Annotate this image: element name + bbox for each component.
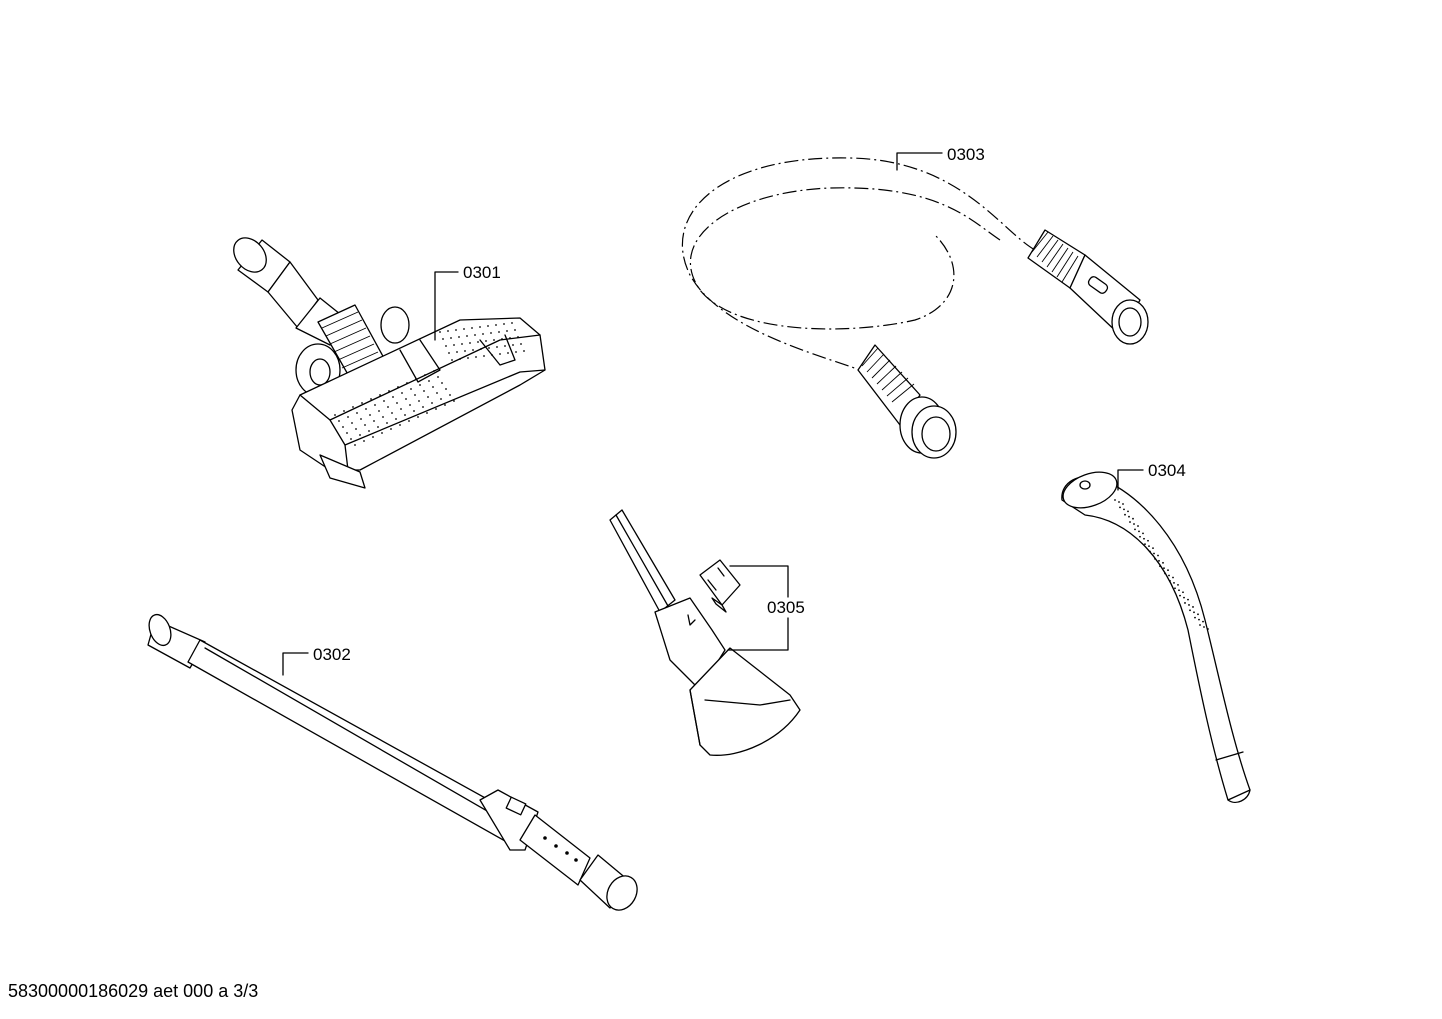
- part-label-0304: 0304: [1148, 461, 1186, 480]
- document-id: 58300000186029 aet 000 a 3/3: [8, 981, 259, 1001]
- part-0305-crevice-nozzle: 0305: [609, 509, 805, 756]
- part-label-0303: 0303: [947, 145, 985, 164]
- part-label-0305: 0305: [767, 598, 805, 617]
- part-0302-telescopic-tube: 0302: [147, 613, 638, 911]
- handle-texture: [1114, 499, 1209, 630]
- part-label-0301: 0301: [463, 263, 501, 282]
- part-0303-suction-hose: 0303: [681, 145, 1149, 459]
- part-0301-floor-nozzle: 0301: [233, 237, 546, 489]
- part-label-0302: 0302: [313, 645, 351, 664]
- nozzle-texture: [334, 322, 525, 446]
- part-0304-hose-handle: 0304: [1061, 461, 1251, 804]
